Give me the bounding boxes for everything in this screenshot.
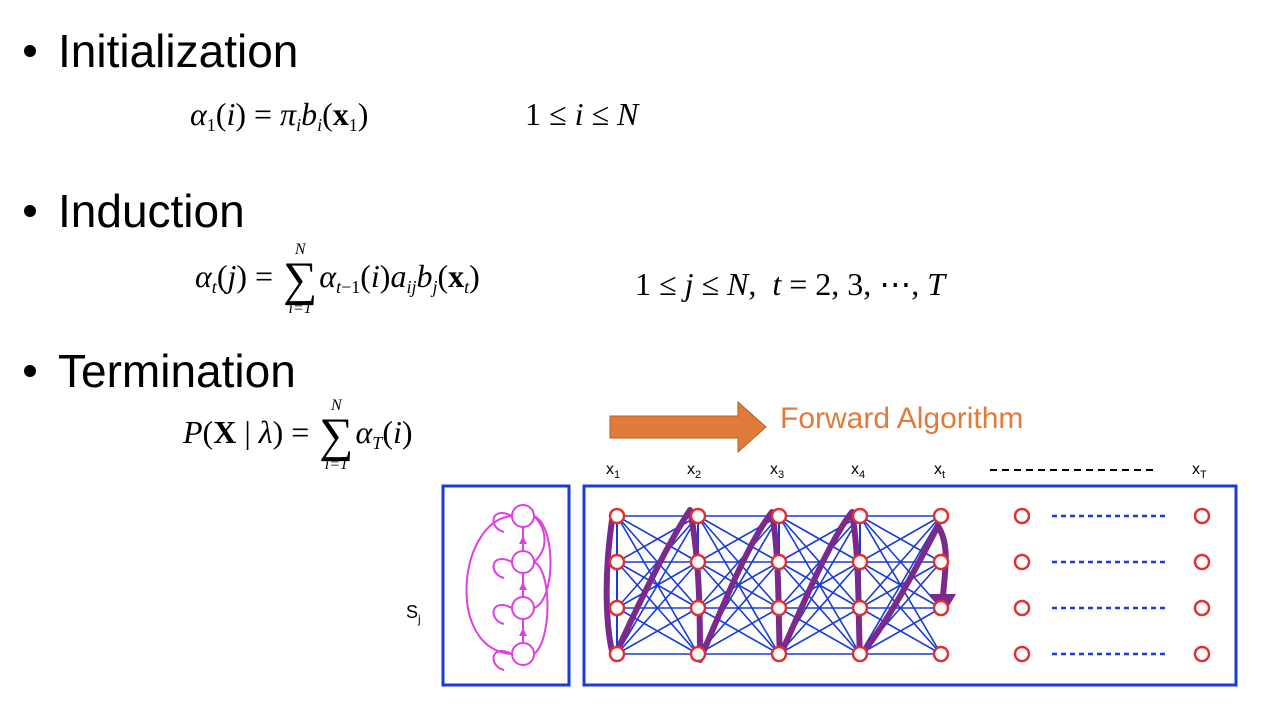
transition-edge	[616, 607, 699, 655]
trellis-node	[932, 507, 950, 525]
trellis-node	[1193, 645, 1211, 663]
trellis-node	[1193, 553, 1211, 571]
trellis-node	[851, 599, 869, 617]
initialization-range: 1 ≤ i ≤ N	[525, 96, 639, 132]
trellis-nodes	[608, 507, 1211, 663]
column-label-x2: x2	[687, 461, 701, 481]
trellis-node	[932, 553, 950, 571]
trellis-node	[770, 553, 788, 571]
bullet-termination: Termination	[24, 348, 296, 394]
state-node	[511, 504, 535, 528]
transition-edge	[616, 515, 699, 655]
section-title-initialization: Initialization	[58, 25, 299, 77]
transition-edge	[697, 515, 780, 609]
forward-path	[603, 507, 949, 663]
transition-edge	[859, 515, 942, 655]
trellis-box	[582, 484, 1238, 687]
trellis-node	[851, 553, 869, 571]
trellis-node	[689, 553, 707, 571]
state-diagram-box	[441, 484, 571, 687]
trellis-dashes	[1052, 514, 1165, 656]
trellis-node	[1013, 507, 1031, 525]
trellis-node	[689, 507, 707, 525]
trellis-node	[608, 507, 626, 525]
bullet-dot	[24, 45, 36, 57]
hmm-state-diagram	[465, 504, 552, 671]
initialization-formula: α1(i) = πibi(x1)	[190, 96, 369, 135]
transition-edge	[859, 607, 942, 655]
trellis-node	[770, 599, 788, 617]
forward-arrow	[609, 400, 767, 454]
transition-edge	[859, 515, 942, 609]
state-diagram-markers	[519, 536, 527, 636]
trellis-node	[770, 507, 788, 525]
forward-algorithm-label: Forward Algorithm	[780, 402, 1024, 435]
trellis-node	[608, 599, 626, 617]
trellis-node	[608, 645, 626, 663]
transition-edge	[778, 561, 861, 655]
bullet-initialization: Initialization	[24, 28, 298, 74]
bullet-dot	[24, 205, 36, 217]
trellis-node	[1193, 599, 1211, 617]
bullet-induction: Induction	[24, 188, 245, 234]
state-node	[511, 596, 535, 620]
state-label: Sj	[406, 602, 421, 626]
section-title-termination: Termination	[58, 345, 296, 397]
trellis-node	[689, 645, 707, 663]
transition-edge	[697, 607, 780, 655]
induction-range: 1 ≤ j ≤ N, t = 2, 3, ⋯, T	[635, 266, 946, 302]
trellis-node	[689, 599, 707, 617]
trellis-node	[1193, 507, 1211, 525]
column-label-x3: x3	[770, 461, 784, 481]
column-label-xT: xT	[1192, 461, 1207, 481]
section-title-induction: Induction	[58, 185, 245, 237]
trellis-node	[1013, 553, 1031, 571]
trellis-node	[851, 645, 869, 663]
trellis-node	[608, 553, 626, 571]
trellis-node	[770, 645, 788, 663]
trellis-node	[1013, 599, 1031, 617]
trellis-node	[932, 599, 950, 617]
trellis-node	[1013, 645, 1031, 663]
column-label-xt: xt	[934, 461, 945, 481]
trellis-node	[932, 645, 950, 663]
transition-edge	[778, 607, 861, 655]
state-node	[511, 550, 535, 574]
column-label-x1: x1	[606, 461, 620, 481]
transition-edge	[859, 515, 942, 563]
column-label-x4: x4	[851, 461, 865, 481]
bullet-dot	[24, 365, 36, 377]
state-node	[511, 642, 535, 666]
transition-edge	[616, 561, 699, 655]
trellis-node	[851, 507, 869, 525]
